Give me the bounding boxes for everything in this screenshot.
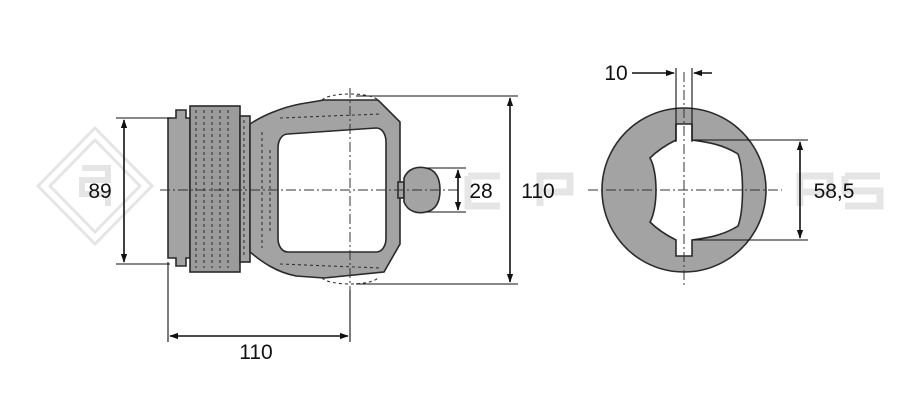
- shaft-collar: [167, 105, 251, 273]
- dim-label-110-vertical: 110: [521, 180, 554, 203]
- dimension-pin-diameter: 28: [426, 167, 493, 213]
- dimension-yoke-height: 110: [356, 95, 555, 285]
- yoke-fork: [249, 93, 401, 285]
- dimension-collar-length: 110: [167, 262, 351, 364]
- flange-ring: [167, 109, 191, 267]
- dim-label-10: 10: [604, 62, 627, 85]
- bore-section: [601, 107, 767, 273]
- dim-label-110-horizontal: 110: [239, 341, 272, 364]
- dimension-bore-height: 58,5: [694, 139, 855, 241]
- dimension-flange-diameter: 89: [88, 117, 170, 265]
- dimension-slot-width: 10: [604, 62, 712, 142]
- bore-ring: [601, 107, 767, 273]
- dim-label-58-5: 58,5: [814, 180, 855, 203]
- collar-shoulder: [239, 115, 251, 263]
- dim-label-28: 28: [469, 180, 492, 203]
- collar-band: [189, 105, 241, 273]
- dim-label-89: 89: [88, 180, 111, 203]
